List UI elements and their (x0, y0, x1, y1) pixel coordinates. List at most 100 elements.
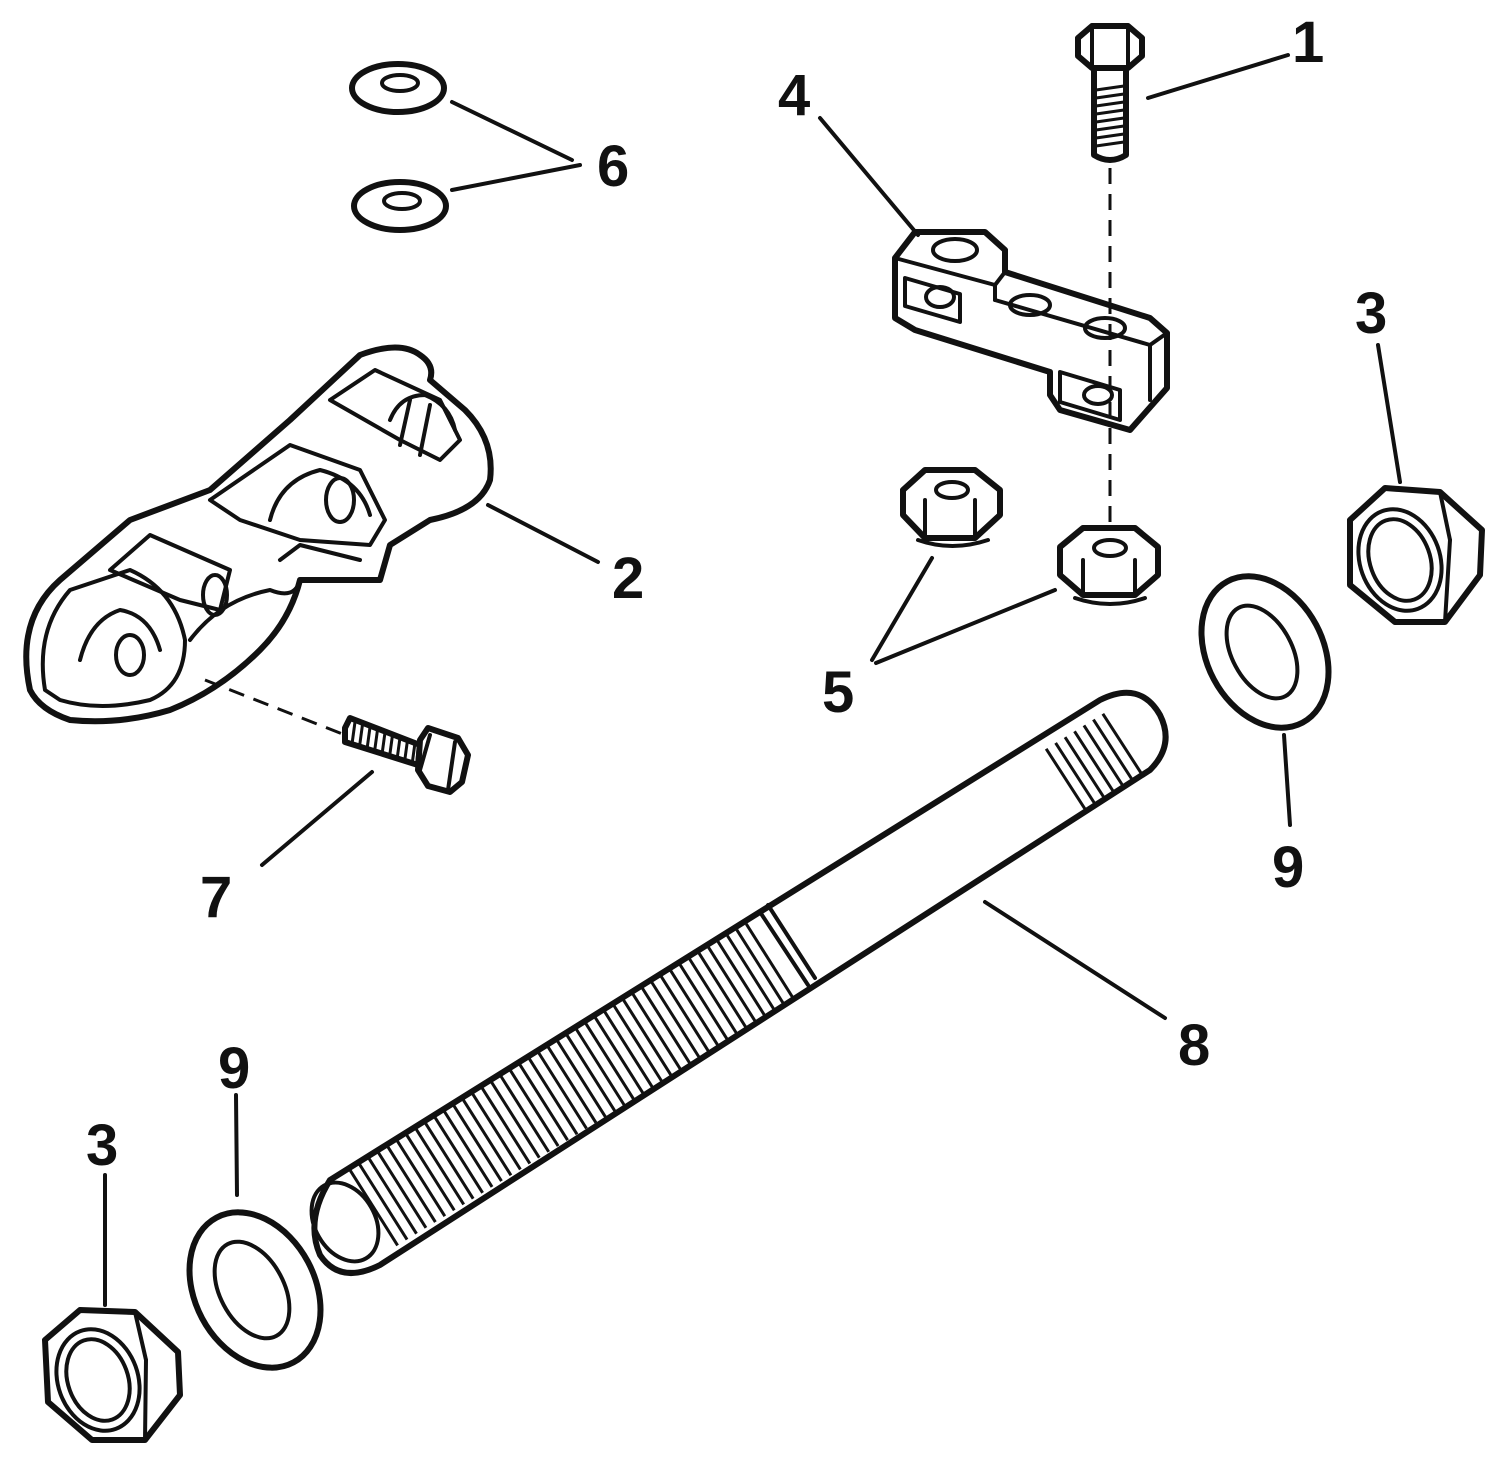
screw-thread-line (388, 734, 394, 758)
rod-thread-line (669, 969, 720, 1048)
callout-4: 4 (778, 63, 810, 128)
rod-thread-line (546, 1045, 598, 1124)
rod-thread-line (556, 1040, 607, 1118)
alignment-line-screw (204, 678, 346, 737)
rod-thread-line (518, 1063, 569, 1141)
leader-6b (450, 163, 582, 192)
leader-2 (486, 503, 600, 564)
rod-thread-line (357, 1162, 409, 1241)
rod-thread-line (376, 1151, 428, 1229)
callout-9-lower: 9 (218, 1036, 250, 1101)
screw-thread-line (373, 729, 379, 753)
rod-thread-line (537, 1051, 588, 1130)
rod-thread-line (395, 1139, 447, 1217)
rod-thread-line (499, 1075, 550, 1153)
rod-thread-line (1044, 748, 1088, 812)
screw-thread-line (365, 726, 372, 750)
bolt-thread-line (1095, 116, 1125, 124)
bracket-4 (892, 229, 1170, 433)
leader-7 (260, 770, 374, 867)
rod-thread-line (603, 1010, 654, 1089)
screw-thread-line (410, 742, 417, 766)
rod-thread-line (641, 987, 692, 1066)
leader-1 (1146, 53, 1290, 100)
rod-thread-line (744, 923, 796, 1001)
callout-5: 5 (822, 660, 854, 725)
rod-thread-line (1082, 724, 1126, 789)
bolt-1 (1075, 23, 1145, 163)
nut-5-right (1057, 525, 1161, 606)
leader-9a (1282, 733, 1292, 827)
rod-thread-line (1092, 718, 1135, 783)
housing-2 (23, 344, 494, 725)
rod-thread-line (367, 1156, 418, 1235)
callout-8: 8 (1178, 1013, 1210, 1078)
screw-thread-line (395, 737, 402, 760)
bolt-thread-line (1095, 100, 1125, 108)
rod-thread-line (1054, 742, 1097, 806)
rod-thread-line (565, 1034, 617, 1112)
rod-thread-line (471, 1092, 522, 1171)
rod-thread-line (1073, 730, 1116, 795)
callout-7: 7 (200, 865, 232, 930)
rod-thread-line (461, 1098, 513, 1177)
screw-thread-line (403, 739, 409, 763)
callout-3-lower: 3 (86, 1113, 118, 1178)
nut-5-left (900, 467, 1003, 548)
leader-8 (983, 900, 1167, 1020)
washer-9-lower (186, 1209, 324, 1371)
callout-9-upper: 9 (1272, 835, 1304, 900)
rod-thread-line (612, 1004, 664, 1083)
rod-thread-line (716, 940, 768, 1019)
rod-thread-line (584, 1022, 635, 1101)
rod-thread-line (574, 1028, 626, 1106)
screw-7 (342, 715, 471, 795)
rod-thread-line (442, 1110, 494, 1188)
bolt-thread-line (1095, 132, 1125, 140)
rod-thread-line (414, 1127, 465, 1206)
rod-thread-line (480, 1086, 532, 1165)
screw-thread-line (358, 724, 364, 747)
rod-thread-line (735, 928, 787, 1007)
rod-thread-line (688, 958, 739, 1036)
rod-thread-line (678, 964, 730, 1042)
washer-6-top (349, 61, 447, 115)
rod-thread-line (405, 1133, 456, 1212)
rod-thread-line (697, 952, 749, 1030)
rod-thread-line (348, 1168, 399, 1247)
rod-thread-line (659, 975, 711, 1054)
callout-3-upper: 3 (1355, 281, 1387, 346)
leader-5b (874, 588, 1057, 665)
rod-thread-line (1101, 712, 1145, 777)
bolt-thread-line (1095, 108, 1125, 116)
screw-thread-line (350, 721, 357, 745)
callout-6: 6 (597, 134, 629, 199)
rod-thread-line (386, 1145, 437, 1223)
rod-thread-line (593, 1016, 645, 1095)
rod-thread-line (527, 1057, 579, 1136)
leader-9b (234, 1093, 239, 1197)
bolt-thread-line (1095, 124, 1125, 132)
leader-6a (450, 100, 574, 162)
rod-thread-line (726, 934, 777, 1013)
rod-thread-line (1063, 736, 1107, 800)
nut-3-upper (1347, 485, 1485, 625)
leader-5a (870, 556, 934, 662)
bolt-thread-line (1095, 92, 1125, 100)
washer-9-upper (1198, 573, 1332, 731)
rod-thread-line (650, 981, 702, 1060)
rod-thread-line (490, 1080, 541, 1159)
nut-3-lower (42, 1307, 183, 1443)
threaded-rod-8 (309, 689, 1169, 1276)
bolt-thread-line (1095, 84, 1125, 92)
rod-thread-line (622, 999, 673, 1077)
rod-thread-line (452, 1104, 503, 1182)
leader-3a (1376, 343, 1402, 484)
rod-thread-line (433, 1115, 484, 1194)
rod-thread-line (508, 1069, 560, 1147)
rod-thread-line (423, 1121, 475, 1200)
leader-4 (818, 116, 920, 237)
callout-2: 2 (612, 546, 644, 611)
